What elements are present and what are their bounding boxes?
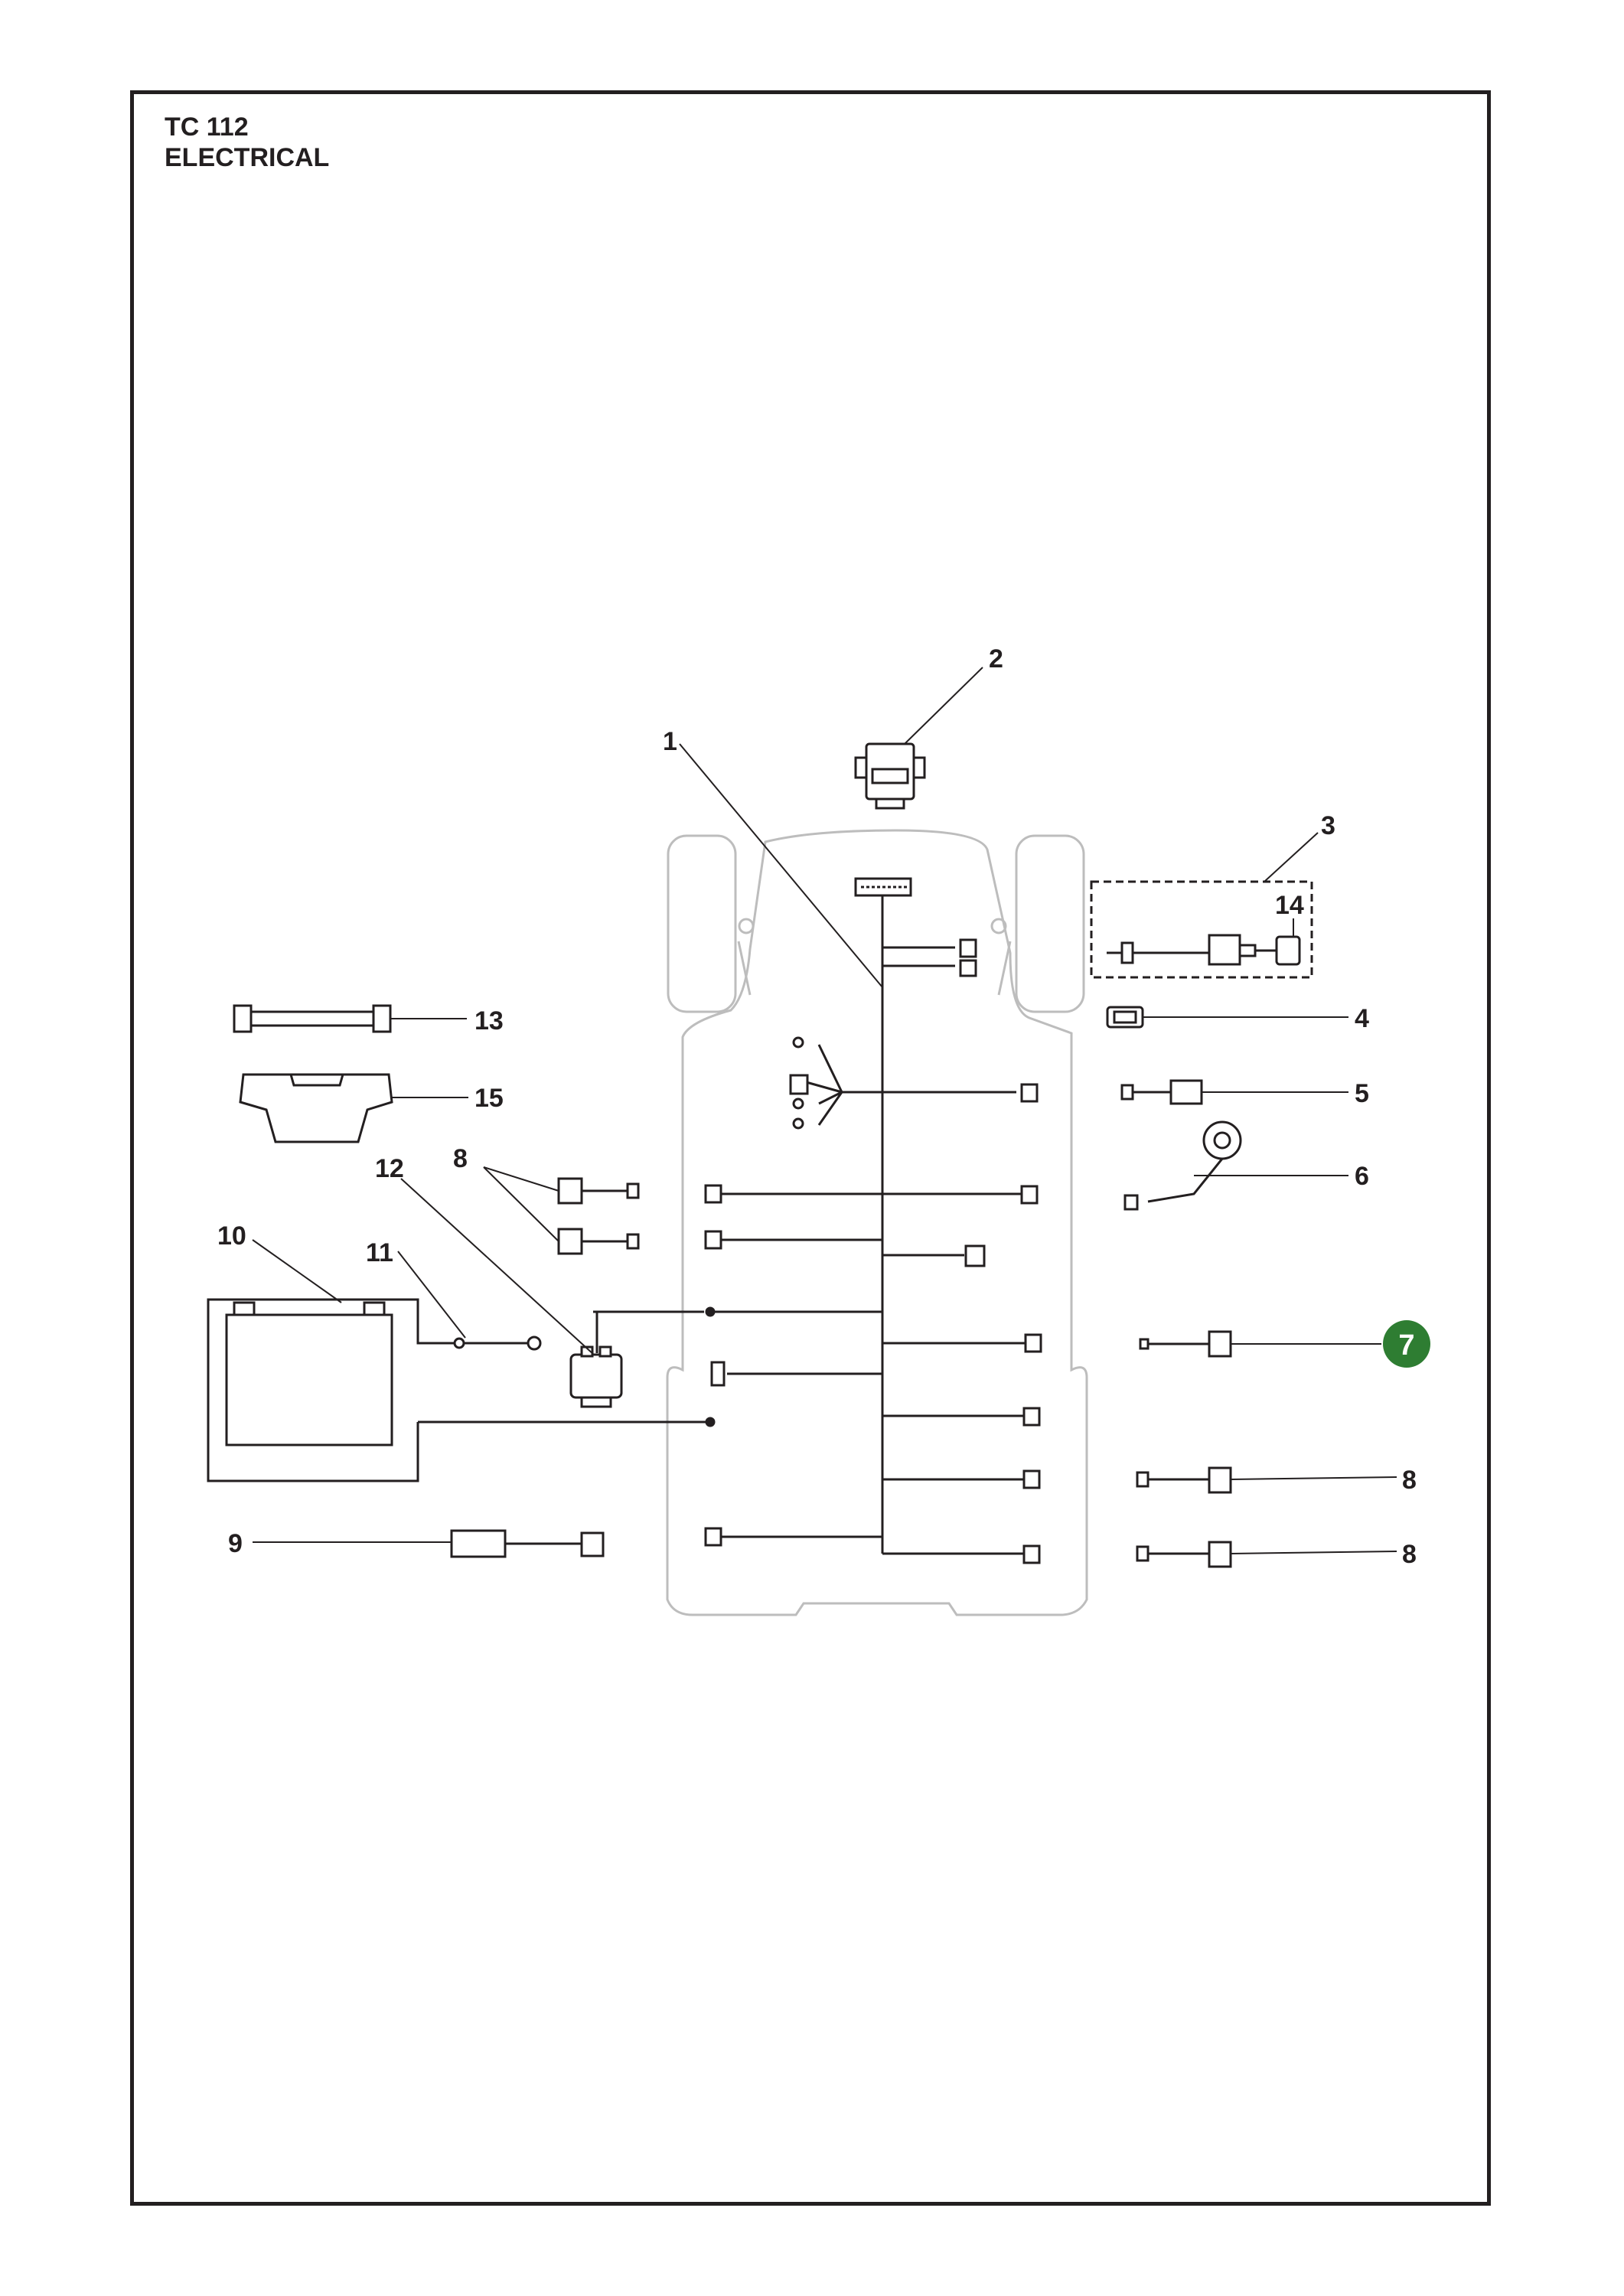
- section-name: ELECTRICAL: [165, 143, 330, 172]
- callout-13: 13: [474, 1006, 504, 1035]
- callout-9: 9: [228, 1529, 243, 1558]
- rod-part-13: [233, 1004, 392, 1033]
- main-harness: [704, 877, 1042, 1564]
- sensor-part-8-left-a: [557, 1177, 640, 1205]
- switch-part-7: [1139, 1330, 1232, 1358]
- buzzer-part-6: [1123, 1120, 1242, 1211]
- callout-12: 12: [375, 1154, 404, 1183]
- callout-10: 10: [217, 1221, 246, 1251]
- front-wheel-left: [667, 834, 737, 1013]
- ignition-switch-part-3: [1107, 934, 1257, 966]
- cable-part-11: [453, 1336, 542, 1351]
- sensor-part-8-right-b: [1136, 1541, 1232, 1568]
- callout-8-right-b: 8: [1402, 1540, 1417, 1569]
- solenoid-part-12: [569, 1345, 623, 1408]
- switch-part-5: [1120, 1079, 1203, 1105]
- callout-6: 6: [1355, 1162, 1369, 1191]
- callout-8-left: 8: [453, 1144, 468, 1173]
- hour-meter-part-4: [1106, 1006, 1144, 1029]
- control-module-part-2: [854, 742, 926, 810]
- battery-tray-part-15: [239, 1073, 393, 1143]
- callout-4: 4: [1355, 1004, 1369, 1033]
- callout-7[interactable]: 7: [1398, 1329, 1414, 1362]
- callout-1: 1: [663, 727, 677, 756]
- ignition-kit-box-part-3: [1090, 880, 1313, 979]
- page-frame: [130, 90, 1491, 2206]
- ignition-key-part-14: [1255, 935, 1301, 966]
- selected-part-marker[interactable]: 7: [1383, 1320, 1430, 1368]
- leader-lines: [252, 667, 1397, 1554]
- callout-14: 14: [1275, 891, 1304, 920]
- callout-3: 3: [1321, 811, 1335, 840]
- callout-15: 15: [474, 1084, 504, 1113]
- battery-part-10: [225, 1301, 393, 1446]
- page-title: TC 112 ELECTRICAL: [165, 112, 329, 173]
- model-name: TC 112: [165, 113, 249, 142]
- callout-5: 5: [1355, 1079, 1369, 1108]
- battery-wiring: [207, 1298, 710, 1482]
- sensor-part-8-right-a: [1136, 1466, 1232, 1494]
- tractor-chassis-outline: [666, 829, 1088, 1616]
- front-wheel-right: [1015, 834, 1085, 1013]
- pto-switch-part-9: [450, 1529, 605, 1558]
- sensor-part-8-left-b: [557, 1228, 640, 1255]
- callout-8-right-a: 8: [1402, 1466, 1417, 1495]
- callout-11: 11: [366, 1238, 393, 1267]
- callout-2: 2: [989, 644, 1003, 673]
